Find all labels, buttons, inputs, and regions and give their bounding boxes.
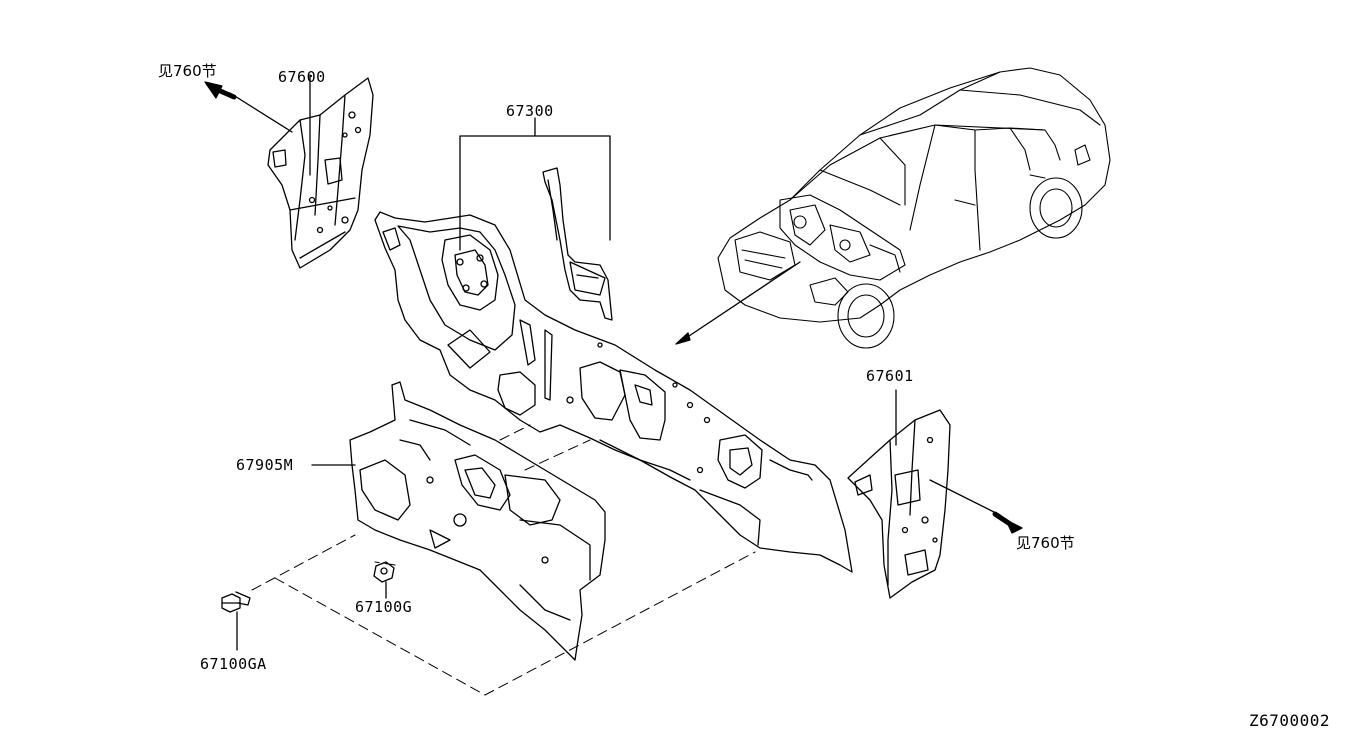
nut-67100G-icon[interactable] xyxy=(373,561,395,583)
bracket-67300[interactable] xyxy=(542,167,613,321)
part-number-67100G[interactable]: 67100G xyxy=(355,598,413,616)
arrow-ref-right-icon xyxy=(992,511,1023,534)
part-number-67600[interactable]: 67600 xyxy=(278,68,326,86)
assembly-dashed-lines xyxy=(251,424,756,696)
vehicle-pointer-line xyxy=(679,261,801,343)
diagram-id: Z6700002 xyxy=(1249,711,1331,730)
side-panel-left-67600[interactable] xyxy=(267,77,374,269)
leader-ref-right xyxy=(929,479,1001,516)
side-panel-right-67601[interactable] xyxy=(847,409,951,599)
arrow-ref-left-icon xyxy=(204,81,237,100)
leader-ref-left xyxy=(229,92,293,133)
leader-67300 xyxy=(459,135,611,251)
vehicle-pointer-arrow-icon xyxy=(675,332,691,345)
part-number-67905M[interactable]: 67905M xyxy=(236,456,294,474)
part-number-67100GA[interactable]: 67100GA xyxy=(200,655,267,673)
see-section-ref-right[interactable]: 见760节 xyxy=(1016,534,1075,552)
dash-panel-67300[interactable] xyxy=(374,211,853,573)
bolt-67100GA-icon[interactable] xyxy=(221,591,251,613)
part-number-67601[interactable]: 67601 xyxy=(866,367,914,385)
part-number-67300[interactable]: 67300 xyxy=(506,102,554,120)
vehicle-location-illustration xyxy=(717,67,1111,349)
insulator-67905M[interactable] xyxy=(349,381,606,661)
see-section-ref-left[interactable]: 见760节 xyxy=(158,62,217,80)
